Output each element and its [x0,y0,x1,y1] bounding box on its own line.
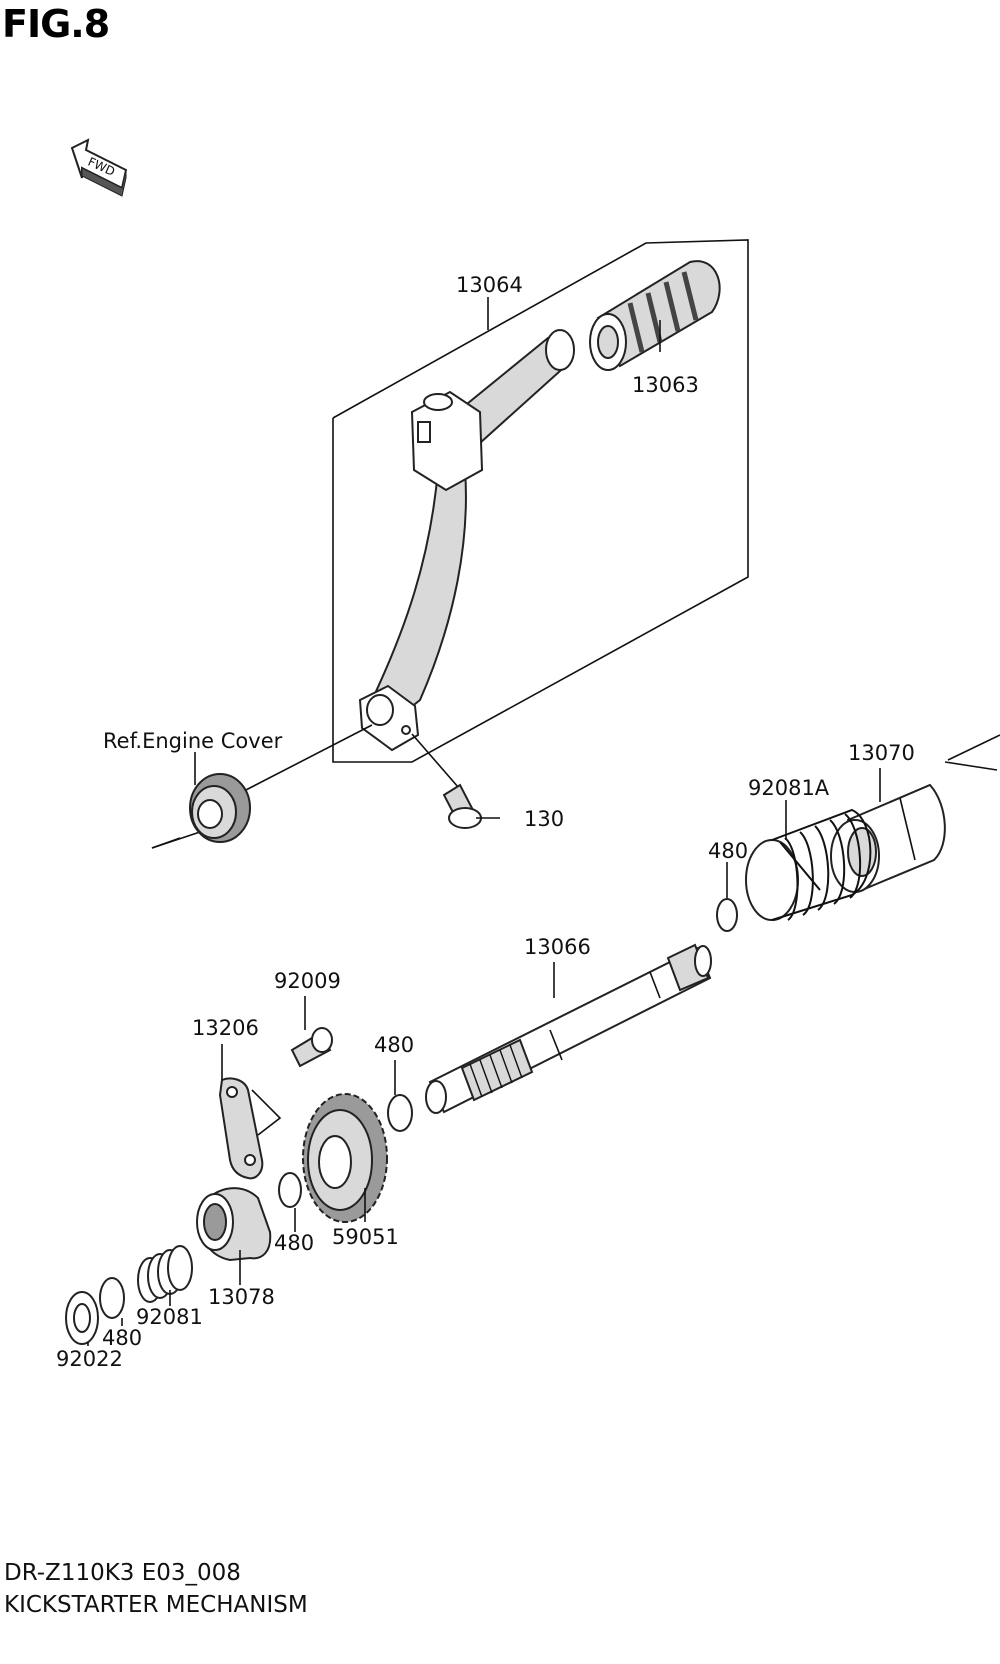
guide-13070 [830,783,946,893]
axis-line-lever [241,724,373,793]
kick-shaft-13066 [425,943,712,1114]
label-480-upper: 480 [708,839,748,863]
circlip-upper [716,898,738,932]
label-13070: 13070 [848,741,915,765]
label-13066: 13066 [524,935,591,959]
leader-lines [87,297,881,1346]
fwd-arrow-icon: FWD [70,138,128,197]
oil-seal [189,773,251,843]
kick-rubber [589,260,721,371]
section-name: KICKSTARTER MECHANISM [4,1592,308,1618]
washer-92022 [65,1291,99,1345]
bolt-92009 [290,1027,333,1068]
circlip-low [99,1277,125,1319]
label-13206: 13206 [192,1016,259,1040]
label-ref-engine-cover: Ref.Engine Cover [103,729,283,753]
label-92009: 92009 [274,969,341,993]
kick-lever [358,329,575,752]
return-spring-92081a [745,808,872,921]
kick-gear-59051 [302,1093,388,1223]
label-13063: 13063 [632,373,699,397]
label-480-gear: 480 [274,1231,314,1255]
spring-92081 [137,1245,193,1303]
kick-lever-assembly-frame [332,239,749,763]
label-92081: 92081 [136,1305,203,1329]
label-13078: 13078 [208,1285,275,1309]
label-92022: 92022 [56,1347,123,1371]
model-code: DR-Z110K3 E03_008 [4,1560,241,1586]
label-13064: 13064 [456,273,523,297]
label-130: 130 [524,807,564,831]
figure-title: FIG.8 [2,2,110,46]
label-480-low: 480 [102,1326,142,1350]
label-480-mid: 480 [374,1033,414,1057]
stopper-plate-13206 [218,1077,282,1180]
label-59051: 59051 [332,1225,399,1249]
circlip-gear [278,1172,302,1208]
circlip-mid [387,1094,413,1132]
axis-line-right [947,734,1000,761]
label-92081a: 92081A [748,776,830,800]
bolt-130 [442,783,482,829]
ratchet-13078 [196,1187,272,1262]
